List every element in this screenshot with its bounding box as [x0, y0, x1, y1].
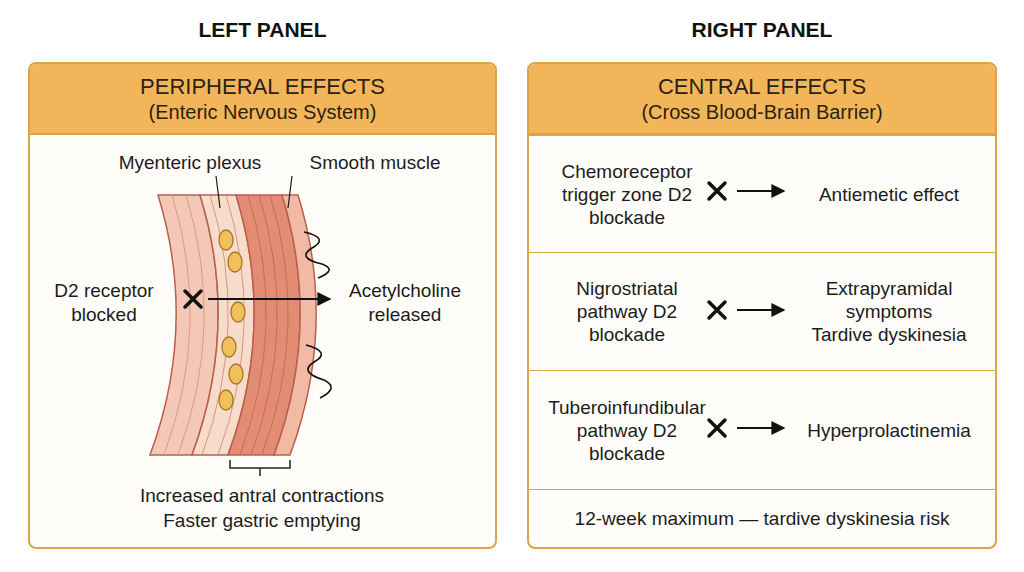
mucosa-layer [150, 195, 218, 455]
nerve-fiber [218, 195, 244, 455]
effect-arrow [737, 190, 784, 192]
mechanism-label: D2 receptor blocked [39, 279, 169, 327]
ganglion-cell [222, 337, 236, 357]
leader-line [216, 176, 220, 208]
panel-heading: CENTRAL EFFECTS [658, 73, 866, 100]
effect-cell: Extrapyramidal symptomsTardive dyskinesi… [799, 253, 979, 370]
effect-arrow [737, 309, 784, 311]
part-label: Myenteric plexus [90, 151, 290, 175]
effect-row: Chemoreceptor trigger zone D2 blockade An… [529, 135, 995, 252]
panel-box: RIGHT PANELCENTRAL EFFECTS(Cross Blood-B… [527, 62, 997, 549]
muscle-fiber [262, 195, 288, 455]
contraction-wave [306, 345, 331, 398]
panel-title: LEFT PANEL [30, 18, 495, 42]
plexus-layer [192, 195, 254, 455]
panel-heading: PERIPHERAL EFFECTS [140, 73, 385, 100]
muscle-fiber [251, 195, 277, 455]
cause-text: Tuberoinfundibular pathway D2 blockade [543, 396, 711, 465]
part-label: Smooth muscle [275, 151, 475, 175]
contraction-wave [304, 232, 329, 278]
panel-title: RIGHT PANEL [529, 18, 995, 42]
panel-subheading: (Cross Blood-Brain Barrier) [641, 100, 882, 125]
header-band: CENTRAL EFFECTS(Cross Blood-Brain Barrie… [529, 64, 995, 135]
cause-cell: Nigrostriatal pathway D2 blockade [543, 253, 711, 370]
ganglion-cell [219, 390, 233, 410]
tissue-texture [178, 195, 204, 455]
cause-cell: Tuberoinfundibular pathway D2 blockade [543, 371, 711, 489]
leader-line [288, 176, 292, 208]
effect-arrow [737, 427, 784, 429]
ganglion-cell [219, 230, 233, 250]
effect-row: Nigrostriatal pathway D2 blockade Extrapy… [529, 252, 995, 370]
note-cell: 12-week maximum — tardive dyskinesia ris… [529, 490, 995, 547]
block-mark [709, 183, 725, 199]
cause-text: Chemoreceptor trigger zone D2 blockade [543, 160, 711, 229]
effect-cell: Hyperprolactinemia [799, 371, 979, 489]
effect-row: Tuberoinfundibular pathway D2 blockade Hy… [529, 370, 995, 489]
warning-row: 12-week maximum — tardive dyskinesia ris… [529, 489, 995, 547]
block-mark [185, 291, 201, 307]
smooth-muscle-layer [228, 195, 300, 455]
tissue-texture [164, 195, 190, 455]
panel-subheading: (Enteric Nervous System) [149, 100, 377, 125]
warning-text: 12-week maximum — tardive dyskinesia ris… [575, 507, 950, 530]
ganglion-cell [231, 302, 245, 322]
effect-label: Faster gastric emptying [52, 509, 472, 533]
effect-text: Tardive dyskinesia [811, 323, 966, 346]
muscle-fiber [240, 195, 266, 455]
ganglion-cell [229, 364, 243, 384]
cause-text: Nigrostriatal pathway D2 blockade [543, 277, 711, 346]
effect-text: Hyperprolactinemia [807, 419, 971, 442]
mechanism-label: Acetylcholine released [335, 279, 475, 327]
effect-label: Increased antral contractions [52, 484, 472, 508]
cause-cell: Chemoreceptor trigger zone D2 blockade [543, 136, 711, 252]
bracket [230, 460, 290, 476]
effect-cell: Antiemetic effect [799, 136, 979, 252]
block-mark [709, 302, 725, 318]
release-arrow [208, 298, 330, 300]
effect-text: Antiemetic effect [819, 183, 959, 206]
block-mark [709, 420, 725, 436]
serosa-layer [274, 195, 316, 455]
ganglion-cell [228, 252, 242, 272]
nerve-fiber [202, 195, 228, 455]
effect-text: Extrapyramidal symptoms [799, 277, 979, 323]
header-band: PERIPHERAL EFFECTS(Enteric Nervous Syste… [30, 64, 495, 135]
